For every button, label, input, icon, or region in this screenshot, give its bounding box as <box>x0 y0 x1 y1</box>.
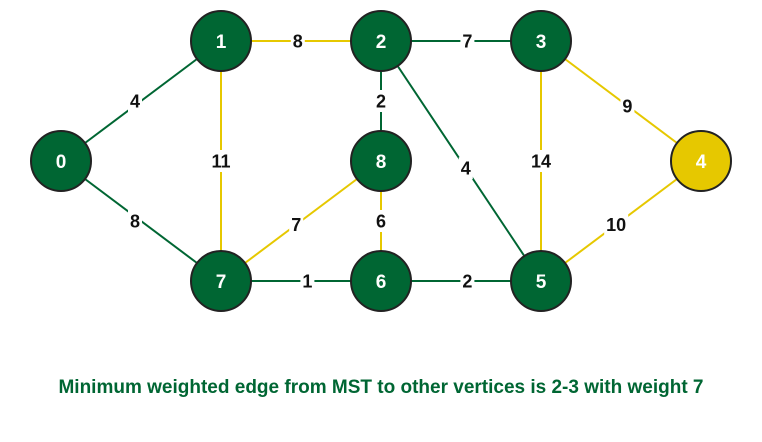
edge-weight-2-8: 2 <box>376 92 386 112</box>
vertex-7: 7 <box>190 250 252 312</box>
edge-weight-7-8: 7 <box>291 215 301 235</box>
edge-weight-8-6: 6 <box>376 212 386 232</box>
vertex-label: 6 <box>376 272 387 293</box>
edge-weight-3-5: 14 <box>531 152 551 172</box>
vertex-label: 1 <box>216 32 227 53</box>
vertex-label: 8 <box>376 152 387 173</box>
edge-weight-background <box>460 270 475 292</box>
vertex-8: 8 <box>350 130 412 192</box>
edge-weight-3-4: 9 <box>622 96 632 116</box>
edge-weight-6-5: 2 <box>462 272 472 292</box>
vertex-circle <box>350 130 412 192</box>
vertex-circle <box>350 250 412 312</box>
vertex-2: 2 <box>350 10 412 72</box>
edge-weight-background <box>529 150 553 172</box>
edge-weight-1-2: 8 <box>293 32 303 52</box>
caption-text: Minimum weighted edge from MST to other … <box>58 377 703 398</box>
vertex-circle <box>510 10 572 72</box>
edge-weight-background <box>374 90 388 112</box>
vertex-label: 3 <box>536 32 547 53</box>
vertex-circle <box>350 10 412 72</box>
vertex-label: 2 <box>376 32 387 53</box>
vertex-circle <box>190 10 252 72</box>
edge-weight-background <box>128 210 142 232</box>
vertex-label: 5 <box>536 272 547 293</box>
edge-weight-background <box>209 150 233 172</box>
vertex-1: 1 <box>190 10 252 72</box>
edge-weights-layer: 4 8 8 11 7 2 4 9 14 10 7 1 6 2 <box>128 30 635 292</box>
vertex-6: 6 <box>350 250 412 312</box>
edge-weight-background <box>458 157 473 180</box>
vertex-circle <box>190 250 252 312</box>
edge-weight-background <box>128 90 142 112</box>
edge-weight-background <box>460 30 475 52</box>
vertex-3: 3 <box>510 10 572 72</box>
edge-weight-background <box>604 213 629 236</box>
vertex-circle <box>30 130 92 192</box>
edge-weight-background <box>300 270 315 292</box>
vertex-label: 7 <box>216 272 227 293</box>
vertex-0: 0 <box>30 130 92 192</box>
edge-weight-7-6: 1 <box>302 272 312 292</box>
edge-weight-background <box>289 213 304 236</box>
vertex-4: 4 <box>670 130 732 192</box>
edge-weight-2-5: 4 <box>461 159 471 179</box>
vertex-label: 4 <box>696 152 707 173</box>
edge-weight-0-7: 8 <box>130 212 140 232</box>
edge-weight-1-7: 11 <box>211 152 230 172</box>
vertex-circle <box>670 130 732 192</box>
edge-weight-4-5: 10 <box>606 215 626 235</box>
edge-weight-background <box>290 30 305 52</box>
vertex-5: 5 <box>510 250 572 312</box>
edge-weight-background <box>620 94 635 117</box>
edge-weight-2-3: 7 <box>462 32 472 52</box>
vertex-circle <box>510 250 572 312</box>
nodes-layer: 0 1 2 3 4 5 6 7 8 <box>30 10 732 312</box>
edge-weight-background <box>374 210 388 232</box>
edge-weight-0-1: 4 <box>130 92 140 112</box>
vertex-label: 0 <box>56 152 67 173</box>
